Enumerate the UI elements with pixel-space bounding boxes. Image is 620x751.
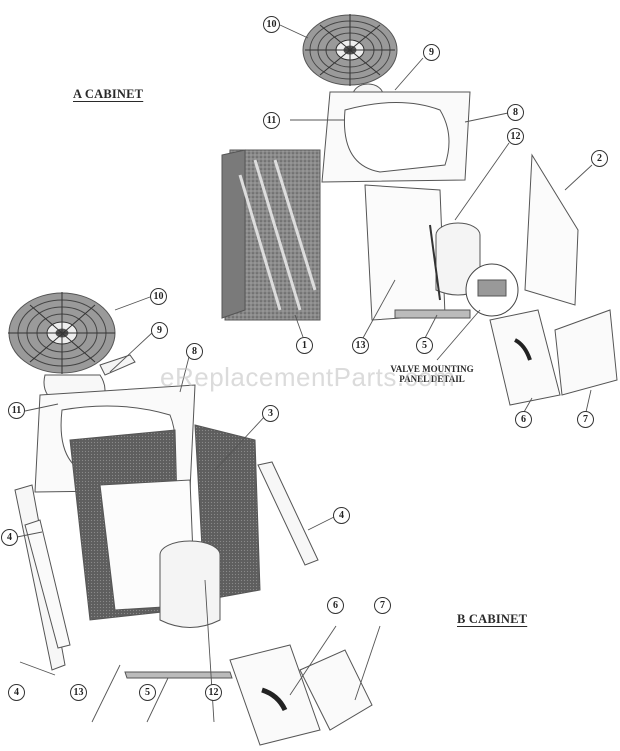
- callout-b-11[interactable]: 11: [8, 402, 25, 419]
- callout-b-5[interactable]: 5: [139, 684, 156, 701]
- detail-label-line2: PANEL DETAIL: [399, 374, 465, 384]
- a-fan-guard-drawing: [302, 14, 398, 86]
- callout-a-13[interactable]: 13: [352, 337, 369, 354]
- callout-a-12[interactable]: 12: [507, 128, 524, 145]
- callout-a-11[interactable]: 11: [263, 112, 280, 129]
- callout-a-2[interactable]: 2: [591, 150, 608, 167]
- callout-b-6[interactable]: 6: [327, 597, 344, 614]
- valve-mounting-panel-detail-label: VALVE MOUNTING PANEL DETAIL: [382, 364, 482, 384]
- b-cabinet-drawing: [8, 292, 373, 746]
- callout-a-6[interactable]: 6: [515, 411, 532, 428]
- callout-b-13[interactable]: 13: [70, 684, 87, 701]
- callout-b-12[interactable]: 12: [205, 684, 222, 701]
- callout-b-4-right[interactable]: 4: [333, 507, 350, 524]
- callout-b-4-left-upper[interactable]: 4: [1, 529, 18, 546]
- b-cabinet-title: B CABINET: [457, 612, 528, 626]
- detail-label-line1: VALVE MOUNTING: [390, 364, 474, 374]
- callout-b-3[interactable]: 3: [262, 405, 279, 422]
- callout-b-9[interactable]: 9: [151, 322, 168, 339]
- callout-a-7[interactable]: 7: [577, 411, 594, 428]
- callout-b-8[interactable]: 8: [186, 343, 203, 360]
- callout-a-9[interactable]: 9: [423, 44, 440, 61]
- callout-a-1[interactable]: 1: [296, 337, 313, 354]
- callout-b-10[interactable]: 10: [150, 288, 167, 305]
- callout-a-10[interactable]: 10: [263, 16, 280, 33]
- callout-a-5[interactable]: 5: [416, 337, 433, 354]
- callout-b-4-left-lower[interactable]: 4: [8, 684, 25, 701]
- watermark: eReplacementParts.com: [160, 362, 456, 392]
- callout-b-7[interactable]: 7: [374, 597, 391, 614]
- b-fan-guard-drawing: [8, 292, 116, 374]
- a-cabinet-title: A CABINET: [73, 87, 144, 101]
- callout-a-8[interactable]: 8: [507, 104, 524, 121]
- a-cabinet-drawing: [221, 14, 618, 406]
